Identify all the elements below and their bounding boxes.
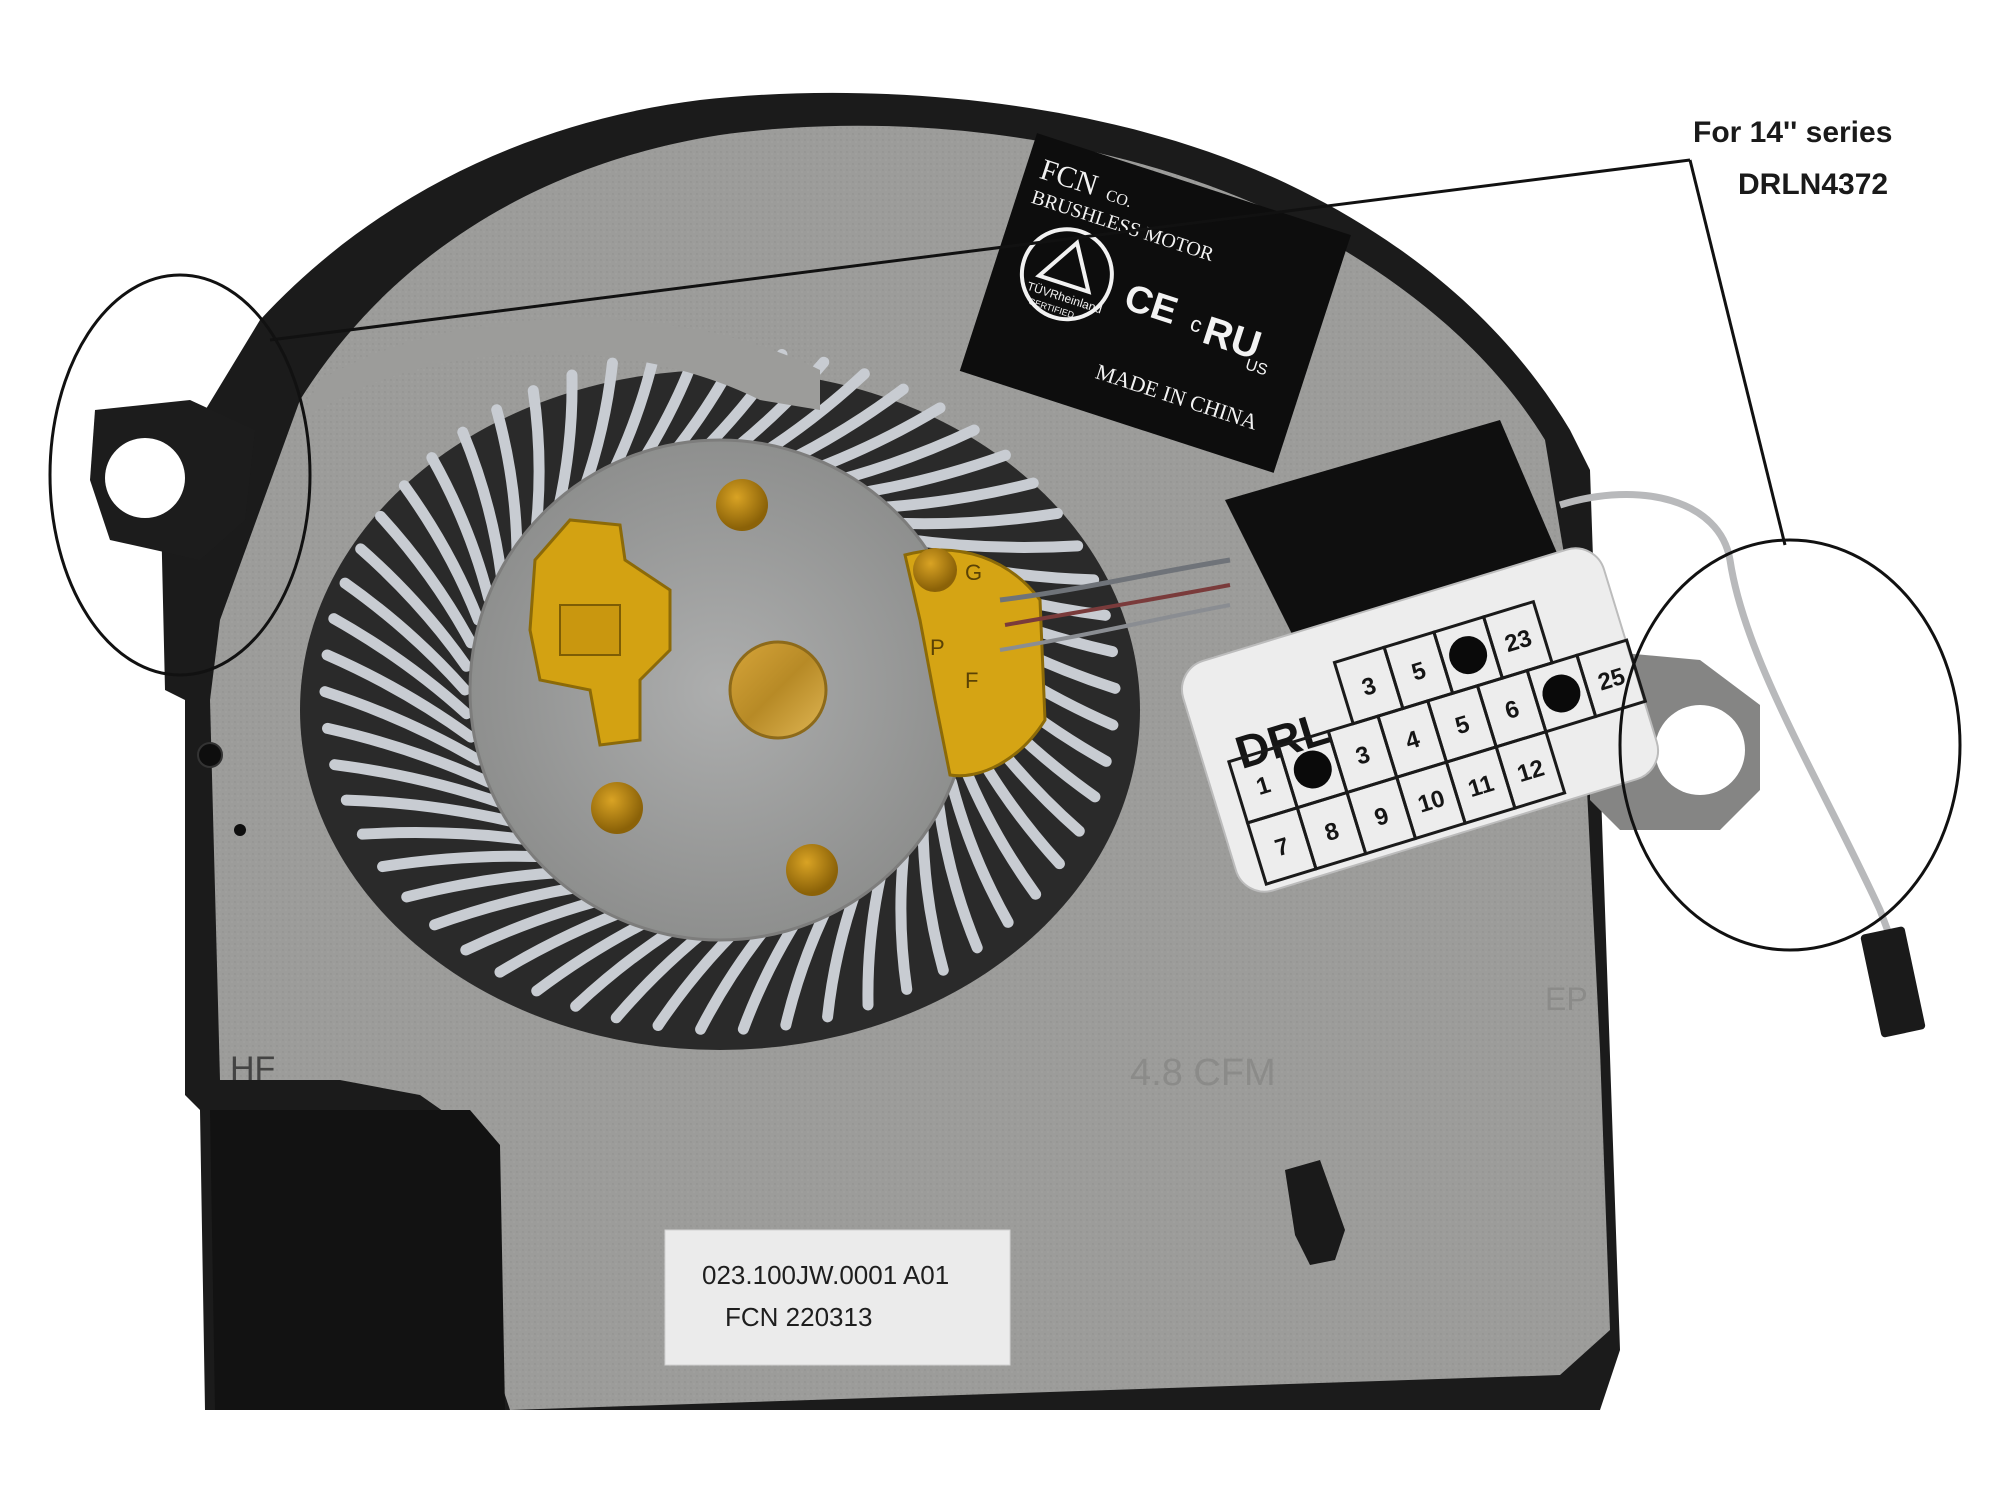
fan-blade [426,452,495,604]
fan-blade [355,543,472,672]
pcb-chip [559,604,621,656]
drl-cell [1494,729,1567,810]
rivet-slot [1285,1160,1345,1265]
drl-dot [1542,674,1581,713]
callout-model-text: DRLN4372 [1738,168,1889,201]
drl-cell [1575,638,1648,719]
tuv-mark [1019,227,1114,322]
fan-wire-grey [999,603,1231,652]
hub-screw-top [716,479,768,531]
motor-shaft [728,640,828,740]
fan-blade [899,533,1084,553]
ul-us-mark: US [1243,356,1269,379]
hub-letter-g: G [965,560,982,585]
frame-screw [197,742,223,768]
certification-sticker: FCN CO. BRUSHLESS MOTOR TÜVRheinland CER… [959,133,1351,473]
fan-blade [932,797,983,954]
embossed-ep: EP [1545,981,1588,1017]
hub-letter-f: F [965,668,978,693]
embossed-cfm: 4.8 CFM [1130,1052,1276,1094]
hub-letter-p: P [930,635,945,660]
part-number-text: 023.100JW.0001 A01 [702,1260,950,1290]
fan-blade [945,776,1014,928]
part-date-text: FCN 220313 [725,1302,873,1332]
callout-leader-left [269,158,1691,342]
embossed-hf: HF [230,1050,275,1088]
fan-wires [999,557,1231,603]
callout-ellipse-left [48,273,312,677]
hub-screw-left [591,782,643,834]
fan-blade [356,827,541,847]
hub-screw-right [913,548,957,592]
fan-blade [917,817,949,976]
tuv-triangle-icon [1035,239,1092,295]
fan-blade [328,613,472,720]
fan-blade [340,794,523,829]
fan-blade [319,686,484,766]
cable-connector [1860,926,1926,1038]
right-mount-hole [1655,705,1745,795]
frame-pin [234,824,246,836]
connector-cable [1558,491,1899,952]
callout-series-text: For 14'' series [1693,116,1893,149]
fan-blade [322,722,495,788]
fan-wire-red [1004,583,1231,627]
fan-blade [339,577,471,696]
part-label [664,1229,1011,1366]
hub-screw-bottom [786,844,838,896]
fan-blade [398,480,484,626]
fan-blade [491,404,523,563]
callout-leader-right [1688,159,1787,546]
fan-blade [457,426,508,583]
fan-blade [375,510,477,649]
callout-ellipse-right [1618,538,1962,952]
black-tape [1225,420,1560,650]
drl-dot [1293,750,1332,789]
exhaust-duct [210,1110,505,1410]
left-mount-hole [105,438,185,518]
cover-bridge-top [300,318,820,420]
drl-dot [1449,636,1488,675]
fan-blade [321,649,477,743]
fan-blade [329,759,508,809]
pcb-right [903,548,1047,778]
